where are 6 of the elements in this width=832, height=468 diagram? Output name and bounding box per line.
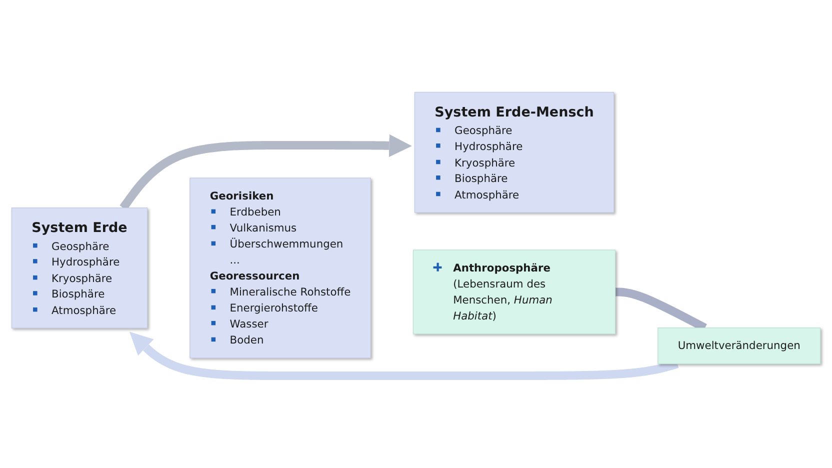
node-box: System Erde-Mensch Geosphäre Hydrosphäre Kryosphäre Biosphäre Atmosphäre <box>414 92 614 213</box>
node-box: Umweltveränderungen <box>658 328 821 364</box>
node-box: Georisiken Erdbeben Vulkanismus Überschwemmungen ... Georessourcen Mineralische Rohstoffe Energierohstoffe Wasser Boden <box>190 178 371 358</box>
arrow <box>129 332 680 380</box>
node-box: System Erde Geosphäre Hydrosphäre Kryosphäre Biosphäre Atmosphäre <box>11 208 148 328</box>
node-box: Anthroposphäre (Lebensraum des Menschen, Human Habitat) <box>412 250 616 334</box>
